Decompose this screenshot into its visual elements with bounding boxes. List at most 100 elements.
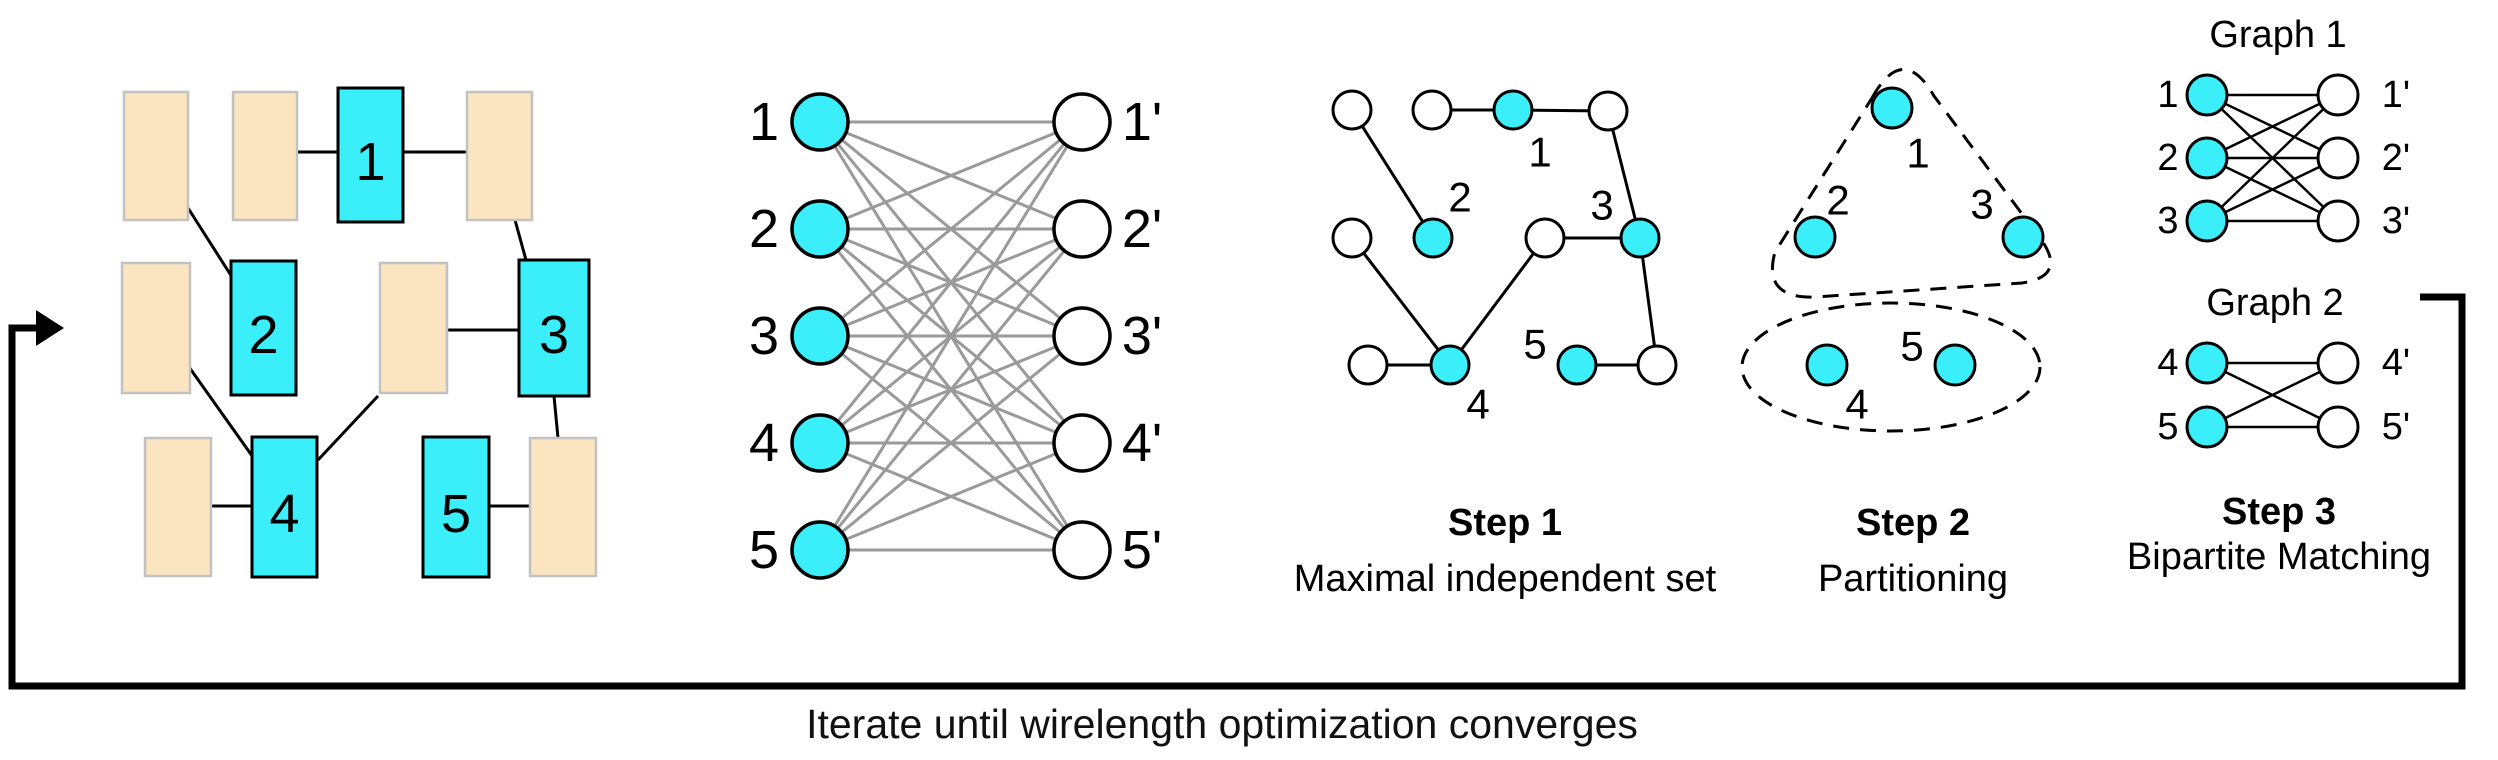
mis-selected-node: [1429, 344, 1471, 386]
bipartite-edge: [818, 121, 1084, 551]
bipartite-left-node: [790, 306, 850, 366]
bipartite-left-node: [790, 199, 850, 259]
mis-node-label: 1: [1528, 129, 1551, 176]
iteration-caption: Iterate until wirelength optimization co…: [806, 701, 1638, 747]
fixed-cell-block: [143, 436, 213, 578]
mis-node-label: 3: [1590, 182, 1613, 229]
placement-wire: [552, 395, 560, 439]
matching-edge: [2206, 93, 2339, 160]
bipartite-left-label: 1: [749, 92, 779, 152]
matching-left-node: [2185, 341, 2229, 385]
matching-edge: [2206, 361, 2339, 429]
mis-edge: [1350, 109, 1435, 239]
mis-node-label: 5: [1523, 321, 1546, 368]
movable-cell-label: 2: [248, 305, 278, 365]
bipartite-right-node: [1052, 92, 1112, 152]
mis-selected-node: [1412, 217, 1454, 259]
bipartite-right-label: 2': [1122, 199, 1162, 259]
mis-node-label: 4: [1466, 381, 1489, 428]
bipartite-edge: [819, 334, 1083, 552]
matching-left-node: [2185, 405, 2229, 449]
movable-cell-label: 5: [441, 484, 471, 544]
bipartite-edge: [819, 120, 1083, 338]
movable-cell-block: [517, 258, 591, 398]
step1-subtitle: Maximal independent set: [1293, 558, 1717, 600]
bipartite-right-node: [1052, 413, 1112, 473]
matching-left-node: [2185, 136, 2229, 180]
movable-cell-block: [229, 259, 298, 397]
matching-right-label: 5': [2382, 406, 2410, 448]
partition-blob-top: [1770, 68, 2052, 299]
movable-cell-label: 3: [539, 305, 569, 365]
movable-cell-block: [250, 435, 319, 579]
bipartite-left-label: 2: [749, 199, 779, 259]
placement-wire: [316, 394, 380, 462]
mis-edge: [1606, 110, 1642, 239]
partition-node-label: 5: [1900, 323, 1923, 370]
graph2-title: Graph 2: [2206, 282, 2344, 324]
matching-left-label: 3: [2157, 200, 2178, 242]
bipartite-left-node: [790, 92, 850, 152]
bipartite-right-node: [1052, 520, 1112, 580]
mis-selected-node: [1556, 344, 1598, 386]
fixed-cell-block: [378, 261, 449, 395]
matching-left-label: 4: [2157, 342, 2178, 384]
bipartite-edge: [819, 120, 1083, 231]
matching-right-node: [2316, 341, 2360, 385]
bipartite-edge: [818, 121, 1084, 444]
step3-subtitle: Bipartite Matching: [2126, 536, 2432, 578]
fixed-cell-block: [231, 90, 299, 222]
placement-wire: [513, 219, 528, 261]
bipartite-left-label: 4: [749, 413, 779, 473]
bipartite-left-label: 5: [749, 520, 779, 580]
mis-node: [1331, 89, 1373, 131]
partition-node: [1805, 343, 1849, 387]
feedback-loop-line: [8, 293, 2466, 690]
mis-node: [1331, 217, 1373, 259]
graph1-title: Graph 1: [2209, 14, 2347, 56]
bipartite-edge: [818, 228, 1084, 551]
mis-node: [1347, 344, 1389, 386]
partition-node-label: 3: [1970, 181, 1993, 228]
movable-cell-block: [336, 86, 405, 224]
partition-node-label: 2: [1826, 177, 1849, 224]
step1-title: Step 1: [1447, 502, 1563, 544]
fixed-cell-block: [465, 90, 534, 222]
movable-cell-label: 1: [355, 132, 385, 192]
bipartite-right-label: 5': [1122, 520, 1162, 580]
movable-cell-block: [421, 435, 491, 579]
matching-right-node: [2316, 199, 2360, 243]
bipartite-edge: [819, 441, 1083, 552]
partition-node: [1933, 343, 1977, 387]
matching-right-node: [2316, 136, 2360, 180]
mis-node: [1524, 217, 1566, 259]
bipartite-right-node: [1052, 199, 1112, 259]
feedback-loop-arrowhead-icon: [36, 310, 64, 346]
matching-left-label: 2: [2157, 137, 2178, 179]
matching-edge: [2206, 94, 2339, 222]
matching-right-label: 3': [2382, 200, 2410, 242]
fixed-cell-block: [122, 90, 190, 222]
matching-right-label: 1': [2382, 74, 2410, 116]
bipartite-right-label: 3': [1122, 306, 1162, 366]
step2-subtitle: Partitioning: [1817, 558, 2009, 600]
placement-wire: [187, 366, 257, 461]
mis-selected-node: [1492, 89, 1534, 131]
mis-node: [1411, 89, 1453, 131]
partition-node-label: 4: [1845, 381, 1868, 428]
step2-title: Step 2: [1855, 502, 1971, 544]
mis-node: [1636, 344, 1678, 386]
partition-node: [1793, 215, 1837, 259]
partition-blob-bottom: [1740, 301, 2042, 433]
matching-right-node: [2316, 405, 2360, 449]
mis-edge: [1638, 237, 1659, 366]
bipartite-left-node: [790, 520, 850, 580]
bipartite-right-node: [1052, 306, 1112, 366]
matching-right-label: 4': [2382, 342, 2410, 384]
fixed-cell-block: [528, 436, 598, 578]
partition-node-label: 1: [1906, 130, 1929, 177]
mis-edge: [1350, 237, 1452, 366]
mis-node: [1587, 90, 1629, 132]
